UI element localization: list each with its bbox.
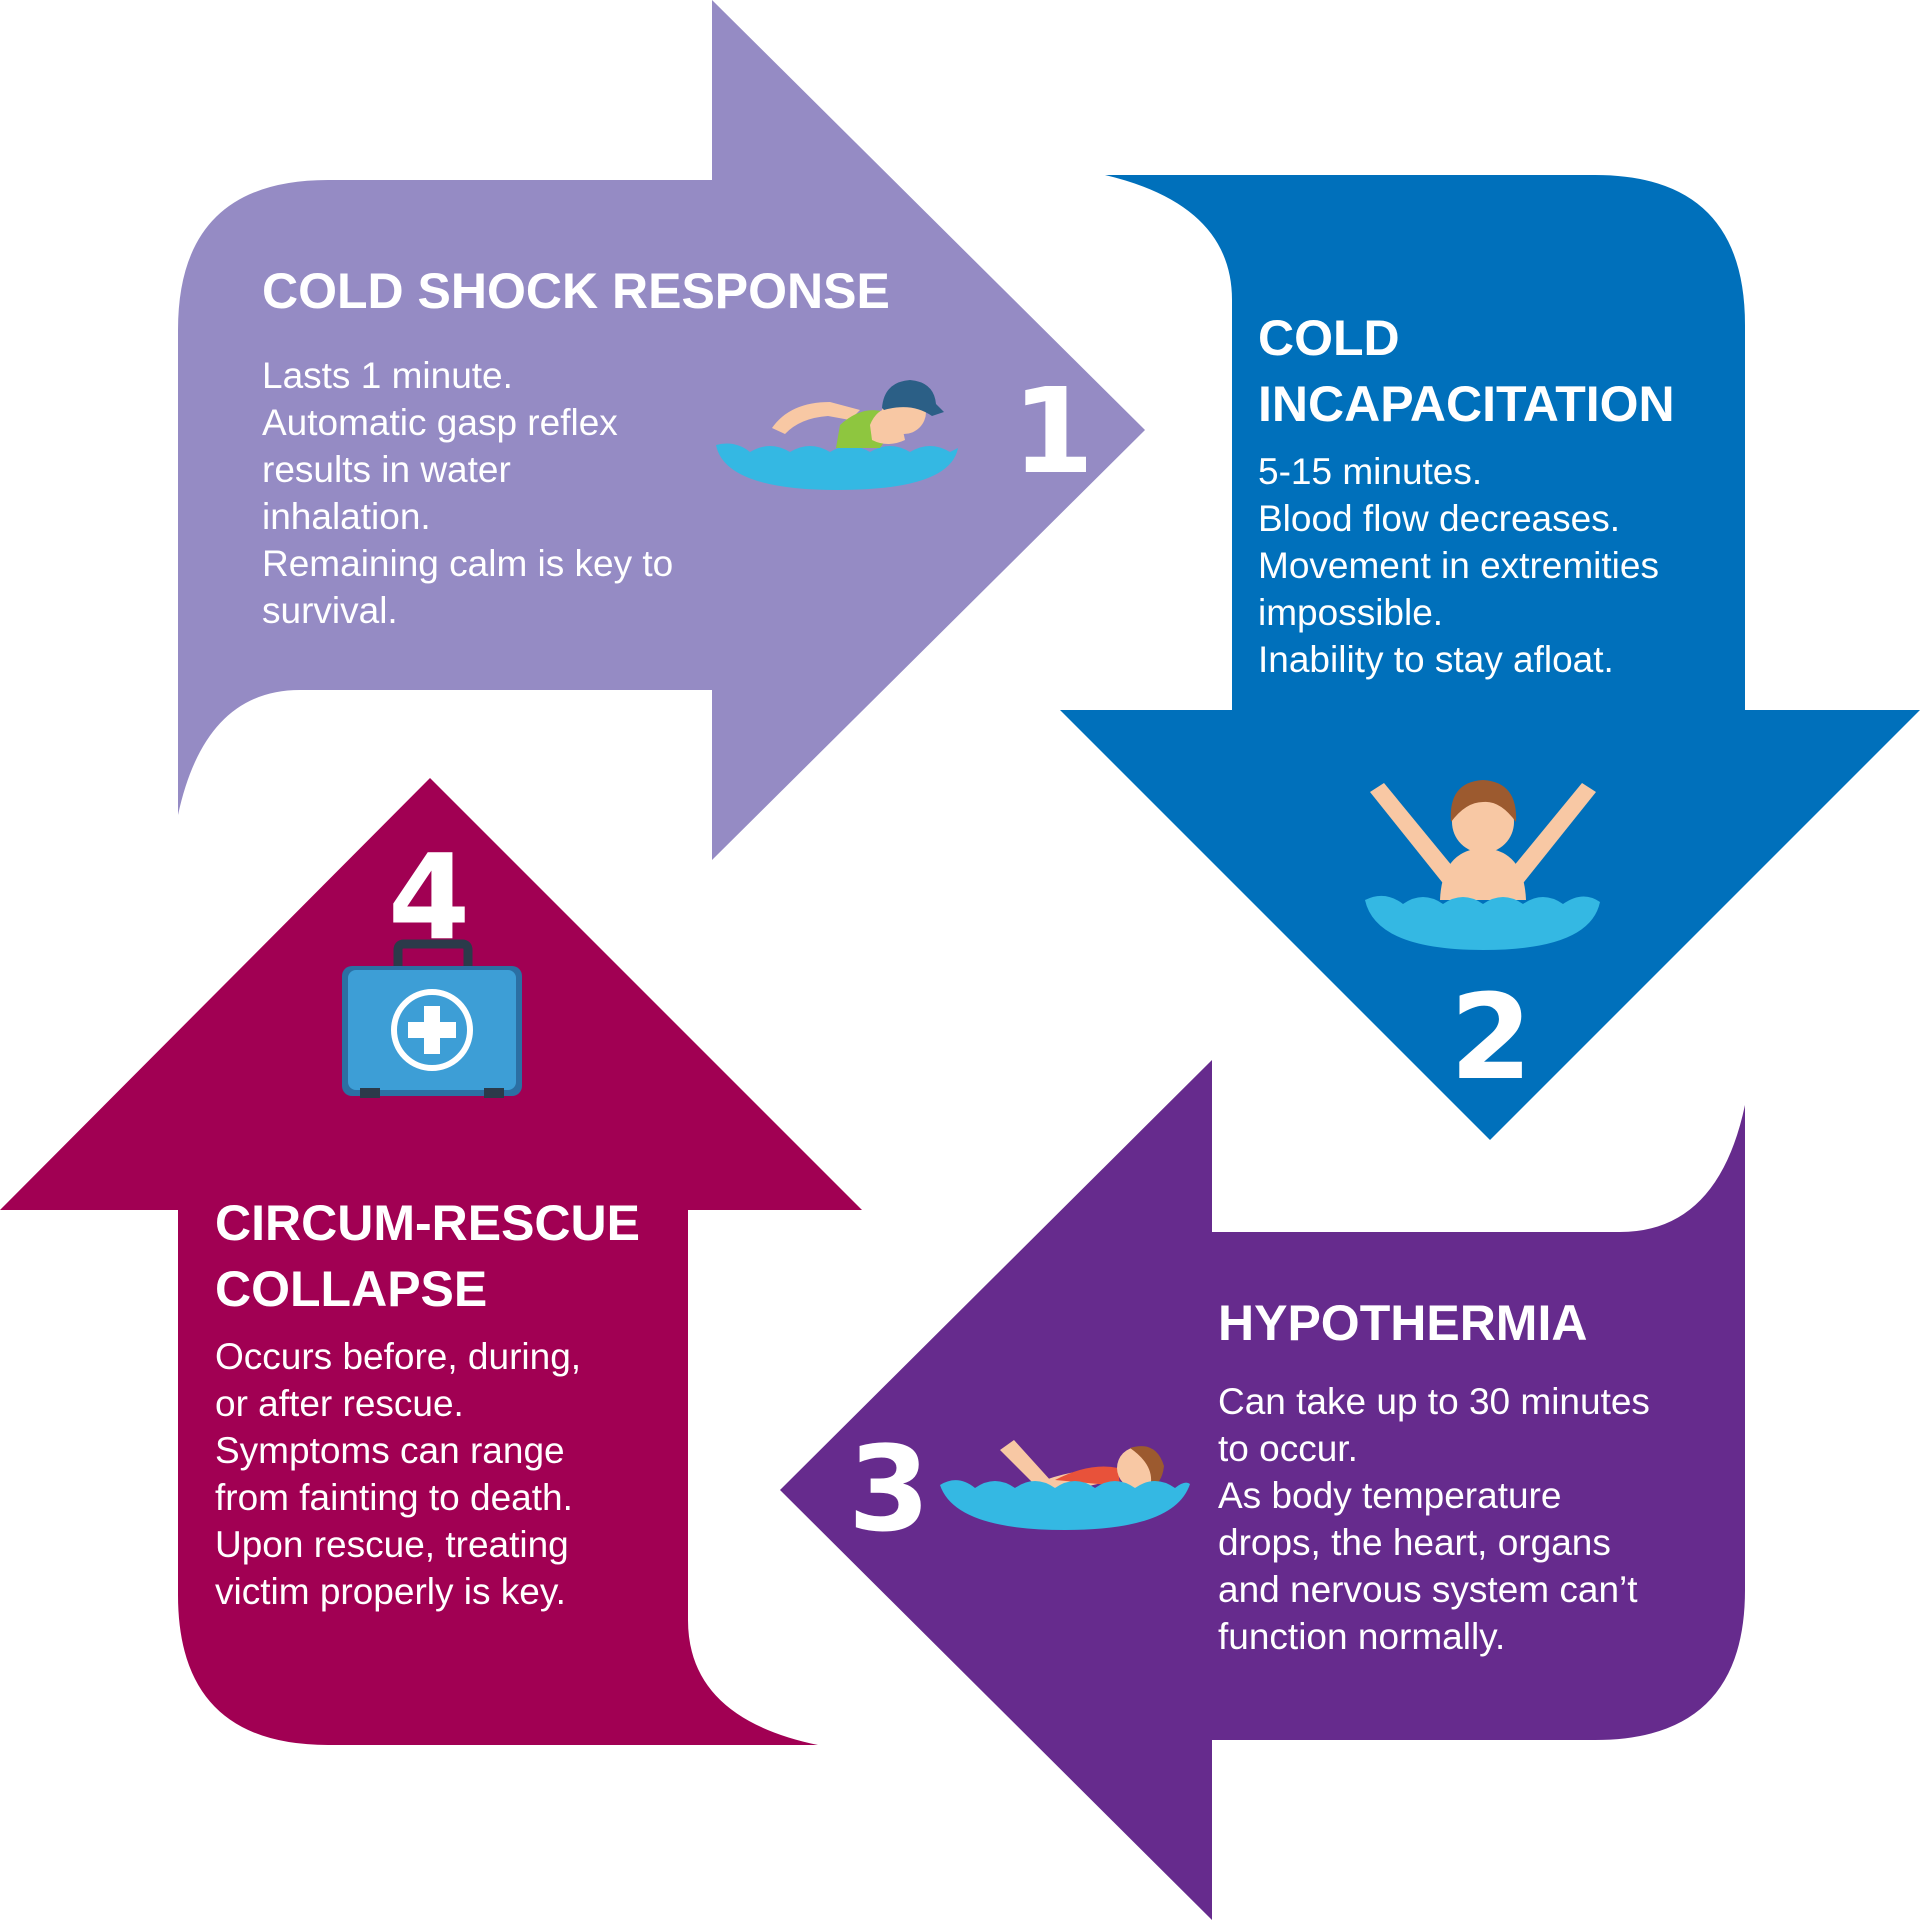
step-1-title-line: COLD SHOCK RESPONSE <box>262 263 890 319</box>
step-4-line: from fainting to death. <box>215 1477 573 1518</box>
step-2-line: 5-15 minutes. <box>1258 451 1483 492</box>
step-2-title: COLD INCAPACITATION <box>1258 305 1675 437</box>
step-4-line: or after rescue. <box>215 1383 464 1424</box>
floating-person-icon <box>940 1440 1190 1530</box>
step-2-line: Inability to stay afloat. <box>1258 639 1614 680</box>
step-4-line: Upon rescue, treating <box>215 1524 569 1565</box>
step-1-description: Lasts 1 minute. Automatic gasp reflex re… <box>262 352 673 634</box>
step-4-number: 4 <box>388 828 471 966</box>
step-2-line: Blood flow decreases. <box>1258 498 1620 539</box>
step-3-title-line: HYPOTHERMIA <box>1218 1295 1588 1351</box>
step-4-title: CIRCUM-RESCUE COLLAPSE <box>215 1190 640 1322</box>
step-3-line: drops, the heart, organs <box>1218 1522 1611 1563</box>
step-1-number: 1 <box>1012 362 1095 500</box>
step-1-title: COLD SHOCK RESPONSE <box>262 258 890 324</box>
step-4-description: Occurs before, during, or after rescue. … <box>215 1333 581 1615</box>
step-1-line: Lasts 1 minute. <box>262 355 513 396</box>
step-1-line: inhalation. <box>262 496 431 537</box>
first-aid-kit-icon <box>342 939 522 1098</box>
swimmer-crawl-icon <box>716 380 958 490</box>
step-3-line: As body temperature <box>1218 1475 1562 1516</box>
step-4-title-line: CIRCUM-RESCUE <box>215 1195 640 1251</box>
step-2-number: 2 <box>1450 968 1533 1106</box>
step-1-line: survival. <box>262 590 398 631</box>
step-3-line: function normally. <box>1218 1616 1506 1657</box>
step-2-line: Movement in extremities <box>1258 545 1659 586</box>
arrow-step-3 <box>780 1060 1745 1920</box>
step-3-number: 3 <box>848 1420 931 1558</box>
arrow-step-2 <box>1060 175 1920 1140</box>
step-1-line: results in water <box>262 449 511 490</box>
step-4-title-line: COLLAPSE <box>215 1261 488 1317</box>
step-4-line: Symptoms can range <box>215 1430 565 1471</box>
step-3-line: Can take up to 30 minutes <box>1218 1381 1650 1422</box>
step-2-line: impossible. <box>1258 592 1444 633</box>
step-4-line: victim properly is key. <box>215 1571 566 1612</box>
step-1-line: Automatic gasp reflex <box>262 402 618 443</box>
arrow-step-1 <box>178 0 1145 860</box>
step-3-title: HYPOTHERMIA <box>1218 1290 1587 1356</box>
step-1-line: Remaining calm is key to <box>262 543 674 584</box>
step-2-description: 5-15 minutes. Blood flow decreases. Move… <box>1258 448 1659 683</box>
step-2-title-line: INCAPACITATION <box>1258 376 1675 432</box>
step-3-line: to occur. <box>1218 1428 1358 1469</box>
arrow-step-4 <box>0 778 862 1745</box>
step-4-line: Occurs before, during, <box>215 1336 582 1377</box>
step-3-line: and nervous system can’t <box>1218 1569 1638 1610</box>
step-3-description: Can take up to 30 minutes to occur. As b… <box>1218 1378 1650 1660</box>
drowning-person-icon <box>1365 780 1600 950</box>
step-2-title-line: COLD <box>1258 310 1400 366</box>
